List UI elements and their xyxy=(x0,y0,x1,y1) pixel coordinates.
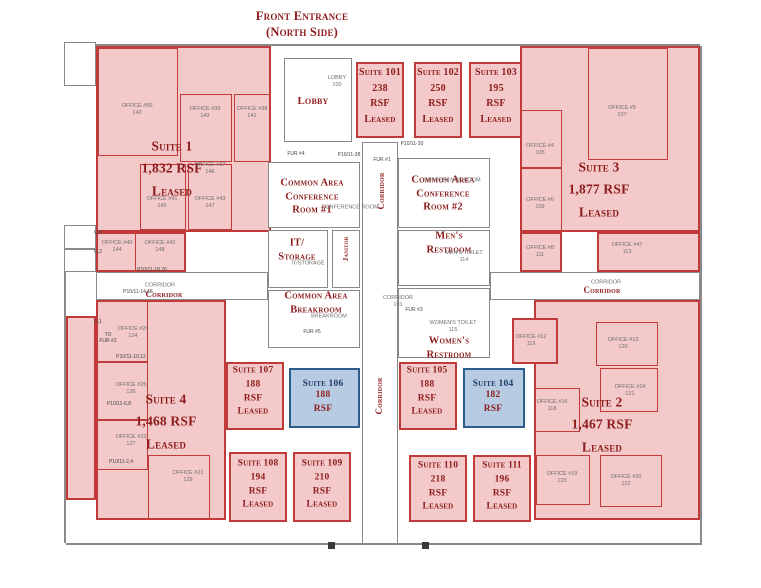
office-28-partition xyxy=(96,300,148,362)
janitor-room xyxy=(332,230,360,288)
lobby-room xyxy=(284,58,352,142)
right-wall xyxy=(700,46,702,543)
office-12-room xyxy=(512,318,558,364)
suite-106-room xyxy=(289,368,360,428)
suite-1-area-ext xyxy=(96,232,186,272)
conference-2-room xyxy=(398,158,490,228)
office-38-partition xyxy=(234,94,270,162)
office-16-partition xyxy=(534,388,580,432)
suite-103-room xyxy=(469,62,525,138)
column-marker-1 xyxy=(328,542,335,549)
mens-restroom-room xyxy=(398,230,490,286)
suite-110-room xyxy=(409,455,467,522)
office-19-partition xyxy=(536,455,590,505)
office-13-partition xyxy=(596,322,658,366)
breakroom-room xyxy=(268,290,360,348)
it-storage-room xyxy=(268,230,328,288)
office-39-partition xyxy=(180,94,232,162)
p10-11-38-tag: P10/11-38 xyxy=(337,151,361,158)
left-wall xyxy=(64,228,66,543)
suite-107-room xyxy=(226,362,284,430)
office-50-partition xyxy=(98,48,178,156)
office-4-partition xyxy=(520,110,562,168)
suite-101-room xyxy=(356,62,404,138)
office-5-partition xyxy=(588,48,668,160)
corridor-east xyxy=(490,272,700,300)
bottom-wall xyxy=(66,543,702,545)
office-14-partition xyxy=(600,368,658,412)
suite-111-room xyxy=(473,455,531,522)
office-23-partition xyxy=(96,420,148,470)
column-marker-2 xyxy=(422,542,429,549)
womens-restroom-room xyxy=(398,288,490,358)
front-entrance-label: Front Entrance (North Side) xyxy=(255,8,349,39)
suite-108-room xyxy=(229,452,287,522)
suite-3-area xyxy=(520,46,700,232)
top-wall xyxy=(96,44,700,46)
office-6-partition xyxy=(520,168,562,232)
office-25-partition xyxy=(96,362,148,420)
p10-11-30-tag: P10/11-30 xyxy=(400,140,424,147)
office-41-partition xyxy=(140,164,186,230)
suite-2-area xyxy=(534,300,700,520)
conference-1-room xyxy=(268,162,360,228)
suite-4-area xyxy=(96,300,226,520)
corridor-west xyxy=(96,272,268,300)
suite-3-area-ext xyxy=(597,232,700,272)
suite-1-area xyxy=(96,46,271,232)
suite-109-room xyxy=(293,452,351,522)
suite-104-room xyxy=(463,368,525,428)
elevator-2-room xyxy=(64,249,96,272)
office-21-partition xyxy=(148,455,210,520)
fur-4-tag: FUR #4 xyxy=(287,150,305,157)
suite-105-room xyxy=(399,362,457,430)
suite-102-room xyxy=(414,62,462,138)
office-43-partition xyxy=(188,164,232,230)
elevator-1-room xyxy=(64,225,96,249)
office-20-partition xyxy=(600,455,662,507)
suite-4-area-ext xyxy=(66,316,96,500)
stairwell-room xyxy=(64,42,96,86)
office-40-partition xyxy=(96,232,136,272)
office-8-room xyxy=(520,232,562,272)
corridor-vertical xyxy=(362,142,398,544)
